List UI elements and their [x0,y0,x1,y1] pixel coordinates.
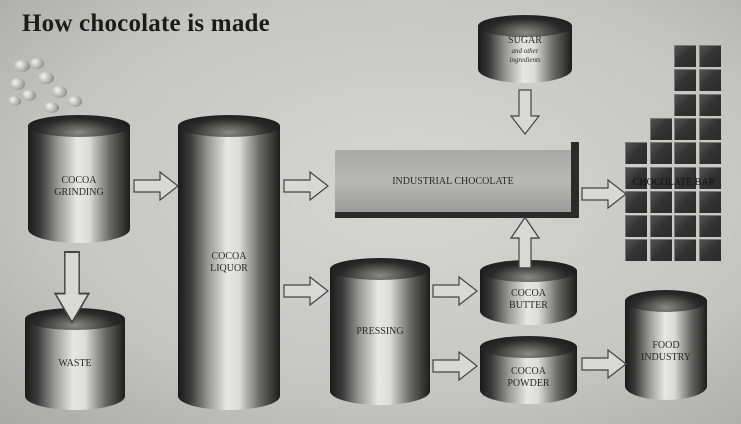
pressing-label: PRESSING [356,326,404,337]
chocolate-square [698,117,721,140]
arrow-down-icon [510,89,540,135]
chocolate-square [698,45,721,67]
chocolate-square [674,239,696,262]
chocolate-square [698,166,721,189]
chocolate-square [649,142,672,165]
food-industry-label-1: FOOD [652,340,680,351]
arrow-down-icon [54,251,90,324]
arrow-right-icon [283,171,329,201]
sugar-sub-label-1: and other [511,47,539,55]
cocoa-butter-label-2: BUTTER [509,300,548,311]
chocolate-square [674,166,696,189]
arrow-right-icon [581,179,627,209]
chocolate-square [625,239,647,262]
chocolate-square [674,142,696,165]
chocolate-square [674,117,696,140]
chocolate-square [649,239,672,262]
pressing-cylinder: PRESSING [330,258,430,405]
waste-cylinder: WASTE [25,308,125,410]
chocolate-square [625,215,647,238]
chocolate-square [698,93,721,116]
chocolate-square [649,166,672,189]
industrial-chocolate-block-edge [571,142,579,218]
chocolate-square [698,69,721,92]
arrow-right-icon [432,351,478,381]
sugar-sub-label-2: ingredients [509,56,541,64]
chocolate-square [698,239,721,262]
cocoa-grinding-label-2: GRINDING [54,187,104,198]
waste-label: WASTE [58,358,92,369]
industrial-chocolate-label: INDUSTRIAL CHOCOLATE [392,176,514,187]
chocolate-square [625,166,647,189]
chocolate-square [625,190,647,213]
chocolate-square [649,117,672,140]
food-industry-label-2: INDUSTRY [640,352,691,363]
chocolate-square [625,142,647,165]
arrow-up-icon [510,216,540,269]
chocolate-square [649,190,672,213]
industrial-chocolate-block: INDUSTRIAL CHOCOLATE [335,150,571,218]
chocolate-square [674,69,696,92]
sugar-label: SUGAR [508,35,542,46]
chocolate-square [674,93,696,116]
cocoa-butter-label-1: COCOA [510,288,546,299]
cocoa-liquor-label-2: LIQUOR [210,263,248,274]
arrow-right-icon [283,276,329,306]
arrow-right-icon [133,171,179,201]
diagram-title: How chocolate is made [22,10,270,37]
arrow-right-icon [581,349,627,379]
chocolate-square [698,190,721,213]
cocoa-powder-label-2: POWDER [507,378,550,389]
cocoa-grinding-label-1: COCOA [61,175,97,186]
chocolate-square [674,190,696,213]
cocoa-liquor-label-1: COCOA [211,251,247,262]
chocolate-square [698,215,721,238]
arrow-right-icon [432,276,478,306]
chocolate-square [649,215,672,238]
chocolate-square [674,45,696,67]
chocolate-square [698,142,721,165]
chocolate-bar-label: CHOCOLATE BAR [632,177,716,188]
cocoa-powder-label-1: COCOA [510,366,546,377]
chocolate-square [674,215,696,238]
chocolate-bar: CHOCOLATE BAR [625,45,723,263]
